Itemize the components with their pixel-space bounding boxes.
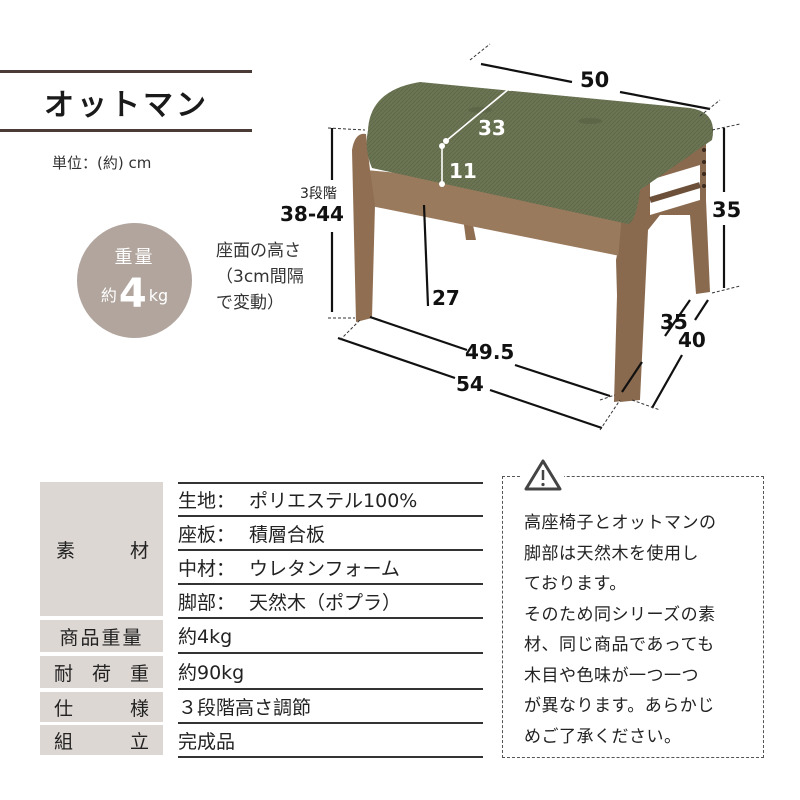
spec-key: 生地： <box>178 490 236 512</box>
warning-triangle-icon <box>524 459 562 491</box>
spec-label-char: 立 <box>129 730 149 753</box>
dim-under-frame-height: 27 <box>432 286 460 310</box>
spec-key: 脚部： <box>178 591 236 614</box>
front-right-leg <box>614 183 642 402</box>
extension-lines <box>327 43 741 431</box>
dimension-lines <box>330 62 726 430</box>
title-top-rule <box>0 70 252 73</box>
dim-seat-height-range: 38-44 <box>280 202 344 226</box>
seat-note-line: （3cm間隔 <box>216 267 304 287</box>
dim-outer-width: 54 <box>456 372 484 396</box>
weight-unit: kg <box>148 286 169 305</box>
spec-row-seat-board: 座板： 積層合板 <box>178 517 483 551</box>
spec-label-assembly: 組 立 <box>40 725 163 755</box>
weight-prefix: 約 <box>100 286 117 305</box>
dim-side-height: 35 <box>712 198 742 222</box>
dim-inner-depth: 35 <box>660 310 688 334</box>
notice-line: 材、同じ商品であっても <box>524 635 715 655</box>
seat-height-steps-label: 3段階 <box>300 186 337 202</box>
spec-label-char: 荷 <box>91 662 111 685</box>
spec-key: 中材： <box>178 557 236 580</box>
front-left-leg <box>352 133 375 322</box>
dim-cushion-thickness: 11 <box>449 159 477 183</box>
spec-row-weight: 約4kg <box>178 619 483 654</box>
dim-cushion-depth: 33 <box>478 116 506 140</box>
spec-top-rule <box>178 482 483 484</box>
dim-inner-leg-width: 49.5 <box>465 340 515 364</box>
spec-row-filling: 中材： ウレタンフォーム <box>178 551 483 585</box>
spec-label-spec: 仕 様 <box>40 692 163 722</box>
spec-label-char: 様 <box>129 697 149 720</box>
spec-value: ウレタンフォーム <box>249 557 400 580</box>
spec-value: 完成品 <box>178 730 236 753</box>
spec-value: 積層合板 <box>249 523 326 546</box>
notice-text: 高座椅子とオットマンの 脚部は天然木を使用し ております。 そのため同シリーズの… <box>524 508 754 752</box>
weight-number: 4 <box>118 271 147 317</box>
seat-note-line: で変動） <box>216 293 284 313</box>
notice-line: そのため同シリーズの素 <box>524 604 716 625</box>
spec-label-char: 素 <box>56 539 76 562</box>
cushion <box>366 82 714 224</box>
spec-row-assembly: 完成品 <box>178 724 483 758</box>
title-bottom-rule <box>0 129 252 132</box>
notice-line: 木目や色味が一つ一つ <box>524 665 699 686</box>
seat-note-line: 座面の高さ <box>216 241 301 261</box>
spec-row-load-capacity: 約90kg <box>178 654 483 690</box>
notice-box <box>502 476 764 758</box>
cushion-dimension-lines <box>441 87 511 184</box>
notice-line: ております。 <box>524 574 627 594</box>
spec-label-char: 重 <box>129 662 149 685</box>
spec-row-spec: ３段階高さ調節 <box>178 690 483 724</box>
notice-line: めご了承ください。 <box>524 726 682 747</box>
spec-row-legs: 脚部： 天然木（ポプラ） <box>178 585 483 619</box>
notice-line: が異なります。あらかじ <box>524 696 715 716</box>
dim-outer-depth: 40 <box>678 328 706 352</box>
spec-label-load-capacity: 耐 荷 重 <box>40 656 163 688</box>
spec-value: 天然木（ポプラ） <box>249 591 402 614</box>
spec-label-materials: 素 材 <box>40 482 163 616</box>
seat-height-note: 座面の高さ （3cm間隔 で変動） <box>216 238 304 316</box>
ottoman-illustration <box>327 43 741 431</box>
notice-line: 高座椅子とオットマンの <box>524 513 717 533</box>
spec-value: 約90kg <box>178 661 245 684</box>
spec-value: ３段階高さ調節 <box>178 696 312 719</box>
spec-label-weight: 商品重量 <box>40 620 163 652</box>
spec-value: ポリエステル100% <box>249 490 418 512</box>
spec-row-fabric: 生地： ポリエステル100% <box>178 484 483 517</box>
spec-label-char: 組 <box>54 730 74 753</box>
spec-label-char: 耐 <box>54 662 74 685</box>
page-title: オットマン <box>44 88 209 123</box>
spec-key: 座板： <box>178 523 236 546</box>
notice-line: 脚部は天然木を使用し <box>524 543 699 564</box>
dim-top-width: 50 <box>580 68 610 92</box>
spec-value: 約4kg <box>178 626 233 648</box>
spec-label-char: 仕 <box>54 697 74 720</box>
weight-label: 重量 <box>114 247 155 268</box>
spec-label-char: 材 <box>129 539 149 562</box>
unit-label: 単位：(約) cm <box>52 154 152 172</box>
spec-label-char: 商品重量 <box>59 626 144 649</box>
